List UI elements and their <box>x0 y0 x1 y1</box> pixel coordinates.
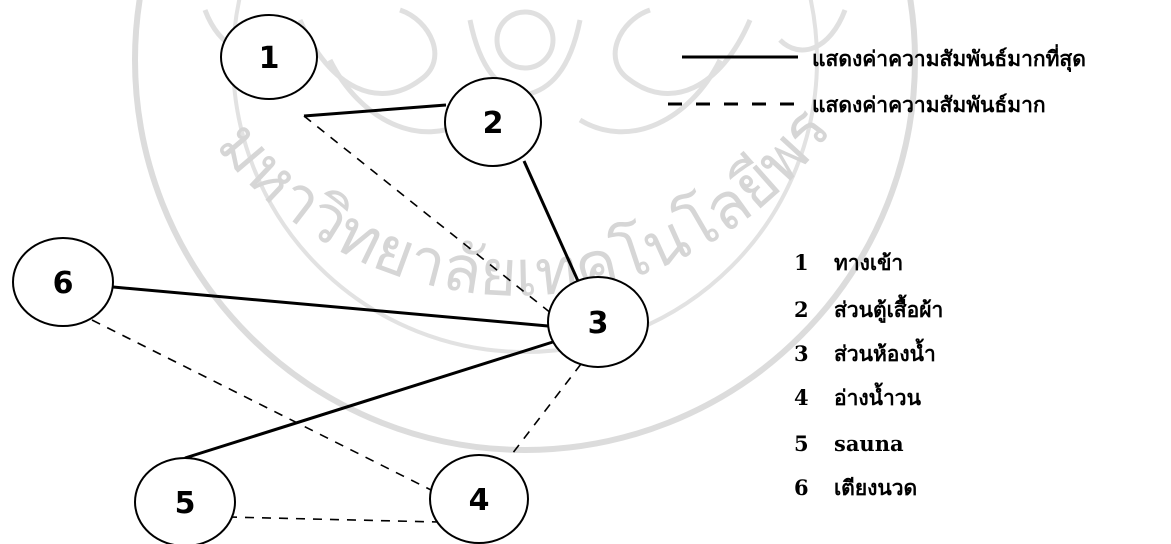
key-label: อ่างน้ำวน <box>834 382 922 410</box>
key-number: 6 <box>794 475 809 500</box>
edge-6-3-solid <box>112 285 549 328</box>
key-label: sauna <box>834 431 904 456</box>
watermark-emblem <box>202 7 848 135</box>
edge-3-4-dashed <box>508 363 582 459</box>
node-3: 3 <box>547 276 649 368</box>
edge-6-4-dashed <box>91 319 440 495</box>
key-number: 3 <box>794 341 809 366</box>
node-circle <box>547 276 649 368</box>
node-layer: 1 2 3 4 5 6 <box>12 14 649 544</box>
node-label: 4 <box>469 483 490 518</box>
node-4: 4 <box>429 454 529 544</box>
edge-5-4-dashed <box>227 516 439 523</box>
node-2: 2 <box>444 77 542 167</box>
node-1: 1 <box>220 14 318 100</box>
watermark-seal: มหาวิทยาลัยเทคโนโลยีพระจอมเกล้าเจ้าคุณทห… <box>0 0 918 453</box>
key-label: ทางเข้า <box>834 250 903 275</box>
key-number: 1 <box>794 250 809 275</box>
node-circle <box>220 14 318 100</box>
legend-dashed-label: แสดงค่าความสัมพันธ์มาก <box>812 92 1046 117</box>
node-5: 5 <box>134 457 236 544</box>
key-number: 4 <box>794 385 809 410</box>
key-number: 5 <box>794 431 809 456</box>
node-circle <box>444 77 542 167</box>
edge-1-3-dashed <box>303 115 553 315</box>
edge-1-2-solid <box>303 103 447 118</box>
node-key: 1 ทางเข้า 2 ส่วนตู้เสื้อผ้า 3 ส่วนห้องน้ำ 4 อ่า… <box>794 250 943 500</box>
watermark-text: มหาวิทยาลัยเทคโนโลยีพระจอมเกล้าเจ้าคุณทห… <box>0 0 846 312</box>
edge-2-3-solid <box>522 160 580 282</box>
edge-layer <box>91 103 582 523</box>
key-label: ส่วนตู้เสื้อผ้า <box>834 294 943 324</box>
node-label: 5 <box>175 486 196 521</box>
key-label: ส่วนห้องน้ำ <box>834 338 936 366</box>
node-circle <box>429 454 529 544</box>
node-label: 2 <box>483 106 504 141</box>
key-number: 2 <box>794 297 809 322</box>
node-label: 3 <box>588 306 609 341</box>
watermark-outer-ring <box>132 0 918 453</box>
legend: แสดงค่าความสัมพันธ์มากที่สุด แสดงค่าความ… <box>668 43 1086 117</box>
node-label: 6 <box>53 266 74 301</box>
edge-5-3-solid <box>184 339 557 460</box>
node-circle <box>134 457 236 544</box>
node-circle <box>12 237 114 327</box>
legend-solid-label: แสดงค่าความสัมพันธ์มากที่สุด <box>812 43 1086 73</box>
key-label: เตียงนวด <box>834 475 917 500</box>
node-6: 6 <box>12 237 114 327</box>
node-label: 1 <box>259 41 280 76</box>
